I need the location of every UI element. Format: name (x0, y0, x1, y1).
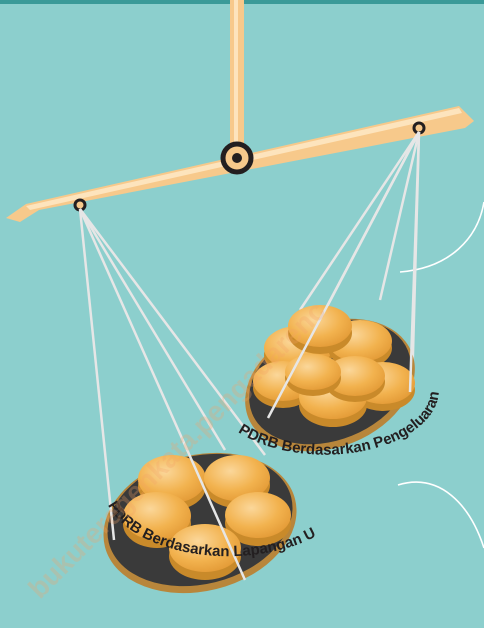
right-hook (414, 123, 424, 133)
coin (285, 354, 341, 396)
left-hook (75, 200, 85, 210)
hanger-post (230, 0, 244, 150)
pivot-ring (223, 144, 251, 172)
